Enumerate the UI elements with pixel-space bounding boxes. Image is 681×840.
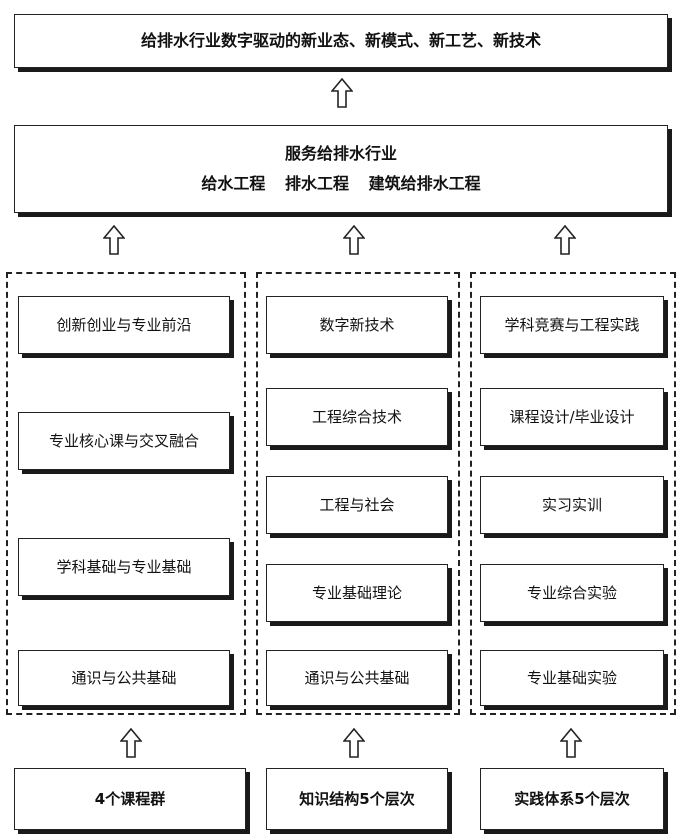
top-goal-text: 给排水行业数字驱动的新业态、新模式、新工艺、新技术 xyxy=(140,31,541,50)
left-column-container xyxy=(6,272,246,715)
bottom-label: 知识结构5个层次 xyxy=(299,789,415,808)
up-arrow-icon xyxy=(343,728,365,758)
left-item-label: 通识与公共基础 xyxy=(71,668,177,687)
top-goal-box: 给排水行业数字驱动的新业态、新模式、新工艺、新技术 xyxy=(14,14,668,68)
up-arrow-icon xyxy=(103,225,125,255)
left-item-label: 学科基础与专业基础 xyxy=(56,557,192,576)
middle-item-general: 通识与公共基础 xyxy=(266,650,448,706)
service-areas: 给水工程 排水工程 建筑给排水工程 xyxy=(201,174,480,194)
left-item-label: 专业核心课与交叉融合 xyxy=(48,431,199,450)
right-item-label: 课程设计/毕业设计 xyxy=(509,407,635,426)
middle-item-label: 专业基础理论 xyxy=(311,583,402,602)
service-area-drainage: 排水工程 xyxy=(284,174,349,193)
right-item-label: 专业基础实验 xyxy=(526,668,617,687)
left-item-innovation: 创新创业与专业前沿 xyxy=(18,296,230,354)
left-item-general: 通识与公共基础 xyxy=(18,650,230,706)
up-arrow-icon xyxy=(343,225,365,255)
middle-item-label: 通识与公共基础 xyxy=(304,668,410,687)
right-item-label: 专业综合实验 xyxy=(526,583,617,602)
right-item-design: 课程设计/毕业设计 xyxy=(480,388,664,446)
middle-item-society: 工程与社会 xyxy=(266,476,448,534)
left-item-core: 专业核心课与交叉融合 xyxy=(18,412,230,470)
left-item-label: 创新创业与专业前沿 xyxy=(56,315,192,334)
right-item-comprehensive-lab: 专业综合实验 xyxy=(480,564,664,622)
service-box: 服务给排水行业 给水工程 排水工程 建筑给排水工程 xyxy=(14,125,668,213)
right-item-basic-lab: 专业基础实验 xyxy=(480,650,664,706)
bottom-practice-system: 实践体系5个层次 xyxy=(480,768,664,830)
right-item-label: 学科竞赛与工程实践 xyxy=(504,315,640,334)
right-item-competition: 学科竞赛与工程实践 xyxy=(480,296,664,354)
middle-item-label: 数字新技术 xyxy=(319,315,395,334)
middle-item-engineering: 工程综合技术 xyxy=(266,388,448,446)
middle-item-digital: 数字新技术 xyxy=(266,296,448,354)
service-area-building: 建筑给排水工程 xyxy=(368,174,481,193)
left-item-foundation: 学科基础与专业基础 xyxy=(18,538,230,596)
middle-item-theory: 专业基础理论 xyxy=(266,564,448,622)
middle-column-container xyxy=(256,272,460,715)
right-item-label: 实习实训 xyxy=(541,495,602,514)
up-arrow-icon xyxy=(331,78,353,108)
service-title: 服务给排水行业 xyxy=(284,144,397,163)
bottom-label: 实践体系5个层次 xyxy=(514,789,630,808)
right-column-container xyxy=(470,272,676,715)
up-arrow-icon xyxy=(560,728,582,758)
bottom-knowledge-structure: 知识结构5个层次 xyxy=(266,768,448,830)
up-arrow-icon xyxy=(554,225,576,255)
service-area-water-supply: 给水工程 xyxy=(201,174,266,193)
middle-item-label: 工程综合技术 xyxy=(311,407,402,426)
up-arrow-icon xyxy=(120,728,142,758)
bottom-label: 4个课程群 xyxy=(94,789,166,808)
bottom-course-groups: 4个课程群 xyxy=(14,768,246,830)
right-item-internship: 实习实训 xyxy=(480,476,664,534)
middle-item-label: 工程与社会 xyxy=(319,495,395,514)
